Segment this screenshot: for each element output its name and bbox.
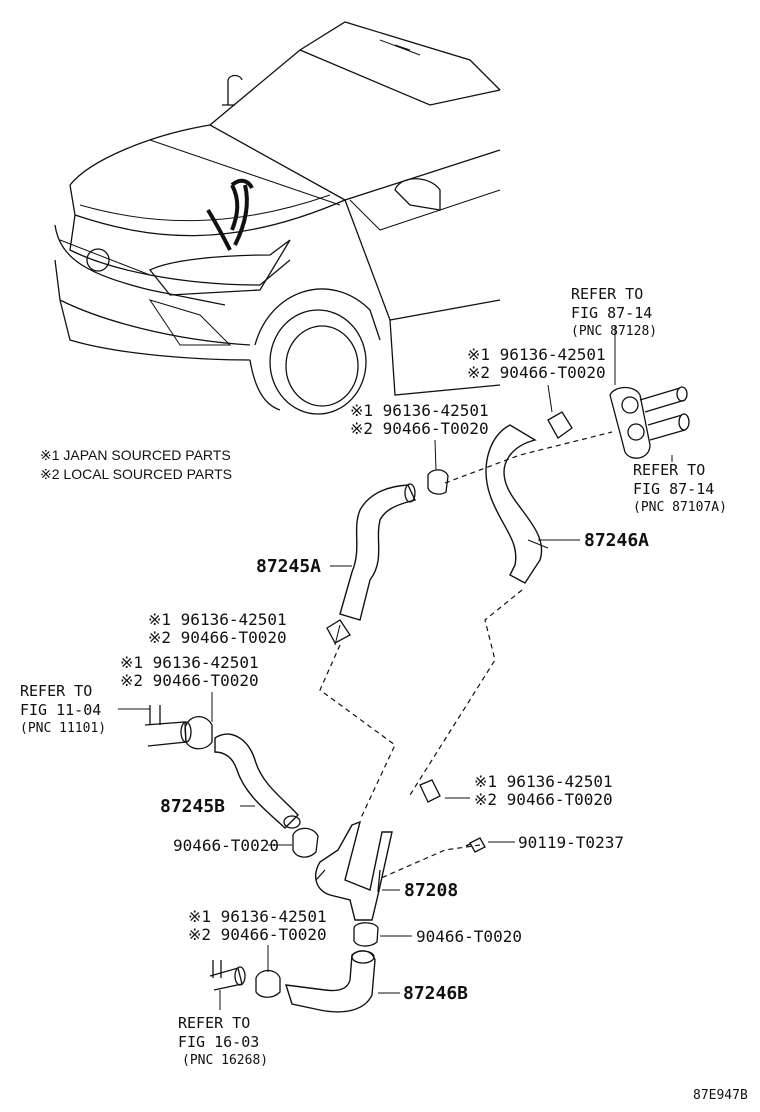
hose-87245a bbox=[339, 484, 416, 621]
refer-bottom-l1: REFER TO bbox=[178, 1014, 250, 1032]
label-87246a: 87246A bbox=[584, 530, 649, 551]
vehicle-illustration bbox=[54, 21, 501, 415]
refer-left-l2: FIG 11-04 bbox=[20, 701, 101, 719]
clamp-87245a-upper bbox=[427, 469, 449, 495]
refer-bottom-l2: FIG 16-03 bbox=[178, 1033, 259, 1051]
legend-japan-sourced: ※1 JAPAN SOURCED PARTS bbox=[40, 447, 231, 463]
hose-87245b bbox=[214, 733, 299, 829]
clamp-c6-japan: ※1 96136-42501 bbox=[188, 907, 327, 926]
diagram-code: 87E947B bbox=[693, 1088, 748, 1103]
engine-outlet-pipe bbox=[144, 705, 192, 747]
clamp-c3-japan: ※1 96136-42501 bbox=[148, 610, 287, 629]
clamp-87208-upper bbox=[419, 779, 441, 803]
bolt-90119 bbox=[465, 837, 486, 853]
legend-local-sourced: ※2 LOCAL SOURCED PARTS bbox=[40, 466, 232, 482]
refer-left-l1: REFER TO bbox=[20, 682, 92, 700]
clamp-87246b-lower bbox=[255, 969, 281, 998]
label-87208: 87208 bbox=[404, 880, 458, 901]
clamp-c2-local: ※2 90466-T0020 bbox=[350, 419, 489, 438]
pipe-87208 bbox=[314, 820, 393, 921]
clamp-87246a-upper bbox=[547, 411, 573, 439]
label-87245a: 87245A bbox=[256, 556, 321, 577]
hose-87246a bbox=[485, 424, 543, 584]
thermostat-inlet-pipe bbox=[209, 960, 246, 991]
label-bolt-90119: 90119-T0237 bbox=[518, 833, 624, 852]
clamp-87245b-upper bbox=[184, 716, 213, 750]
refer-top-b-l3: (PNC 87107A) bbox=[633, 500, 727, 515]
clamp-c3-local: ※2 90466-T0020 bbox=[148, 628, 287, 647]
refer-top-a-l3: (PNC 87128) bbox=[571, 324, 657, 339]
label-87246b: 87246B bbox=[403, 983, 468, 1004]
clamp-c4-japan: ※1 96136-42501 bbox=[120, 653, 259, 672]
label-87245b: 87245B bbox=[160, 796, 225, 817]
refer-bottom-l3: (PNC 16268) bbox=[182, 1053, 268, 1068]
refer-left-l3: (PNC 11101) bbox=[20, 721, 106, 736]
clamp-c5-japan: ※1 96136-42501 bbox=[474, 772, 613, 791]
refer-top-a-l1: REFER TO bbox=[571, 285, 643, 303]
refer-top-b-l2: FIG 87-14 bbox=[633, 480, 714, 498]
clamp-c4-local: ※2 90466-T0020 bbox=[120, 671, 259, 690]
clamp-c6-local: ※2 90466-T0020 bbox=[188, 925, 327, 944]
clamp-c2-japan: ※1 96136-42501 bbox=[350, 401, 489, 420]
clamp-c5-local: ※2 90466-T0020 bbox=[474, 790, 613, 809]
clamp-c1-local: ※2 90466-T0020 bbox=[467, 363, 606, 382]
refer-top-b-l1: REFER TO bbox=[633, 461, 705, 479]
clamp-87245a-lower bbox=[326, 619, 351, 644]
label-clamp-single-left: 90466-T0020 bbox=[173, 836, 279, 855]
clamp-c1-japan: ※1 96136-42501 bbox=[467, 345, 606, 364]
clamp-87208-lower bbox=[353, 922, 379, 947]
heater-unit-connector bbox=[609, 325, 690, 462]
hose-87246b bbox=[285, 950, 376, 1013]
refer-top-a-l2: FIG 87-14 bbox=[571, 304, 652, 322]
label-clamp-single-right: 90466-T0020 bbox=[416, 927, 522, 946]
clamp-87245b-lower bbox=[292, 827, 319, 858]
